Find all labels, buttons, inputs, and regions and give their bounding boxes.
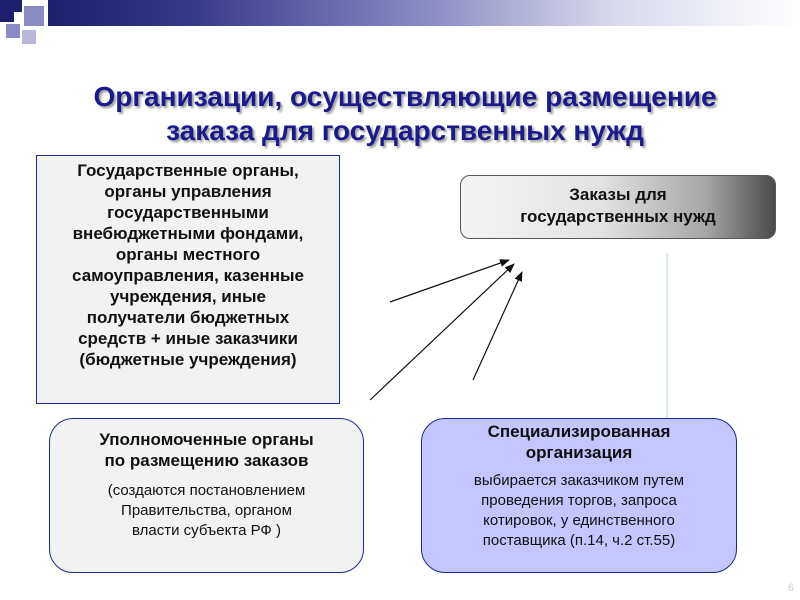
slide-title: Организации, осуществляющие размещение з… (40, 80, 770, 148)
specialized-organization-note-line: выбирается заказчиком путем (473, 472, 685, 489)
authorized-bodies-note-line: (создаются постановлением (107, 482, 306, 499)
slide-title-line: Организации, осуществляющие размещение (93, 81, 717, 112)
corner-decoration (0, 0, 60, 55)
government-bodies-box: Государственные органы, органы управлени… (36, 155, 340, 404)
authorized-bodies-title: Уполномоченные органы (99, 430, 314, 449)
specialized-organization-note-line: проведения торгов, запроса (481, 492, 677, 509)
specialized-organization-title: организация (525, 443, 633, 462)
government-bodies-line: самоуправления, казенные (72, 266, 304, 285)
government-bodies-line: получатели бюджетных (86, 308, 290, 327)
specialized-organization-note: выбирается заказчиком путем проведения т… (422, 471, 736, 551)
arrow-gov-to-orders (389, 259, 510, 303)
authorized-bodies-note-line: власти субъекта РФ ) (132, 522, 281, 539)
government-bodies-line: средств + иные заказчики (78, 329, 298, 348)
government-bodies-line: органы управления (104, 182, 272, 201)
specialized-organization-title: Специализированная (487, 422, 671, 441)
government-bodies-line: учреждения, иные (109, 287, 266, 306)
orders-line: Заказы для (569, 185, 667, 204)
authorized-bodies-box: Уполномоченные органы по размещению зака… (49, 418, 364, 573)
government-bodies-line: государственными (107, 203, 269, 222)
arrow-auth-to-orders (369, 263, 515, 401)
specialized-organization-box: Специализированная организация выбираетс… (421, 418, 737, 573)
arrow-spec-to-orders (472, 271, 523, 381)
government-bodies-line: органы местного (115, 245, 261, 264)
corner-square (22, 30, 36, 44)
government-bodies-line: (бюджетные учреждения) (79, 350, 297, 369)
corner-square (24, 6, 44, 26)
orders-box: Заказы для государственных нужд (460, 175, 776, 239)
specialized-organization-note-line: поставщика (п.14, ч.2 ст.55) (482, 532, 676, 549)
slide-title-line: заказа для государственных нужд (166, 115, 644, 146)
corner-square (6, 24, 20, 38)
page-number: 6 (787, 582, 794, 594)
government-bodies-line: внебюджетными фондами, (72, 224, 304, 243)
government-bodies-line: Государственные органы, (77, 161, 299, 180)
specialized-organization-note-line: котировок, у единственного (483, 512, 675, 529)
authorized-bodies-note-line: Правительства, органом (121, 502, 292, 519)
header-gradient-bar (48, 0, 800, 26)
authorized-bodies-title: по размещению заказов (104, 451, 309, 470)
orders-line: государственных нужд (520, 207, 716, 226)
authorized-bodies-note: (создаются постановлением Правительства,… (50, 481, 363, 541)
